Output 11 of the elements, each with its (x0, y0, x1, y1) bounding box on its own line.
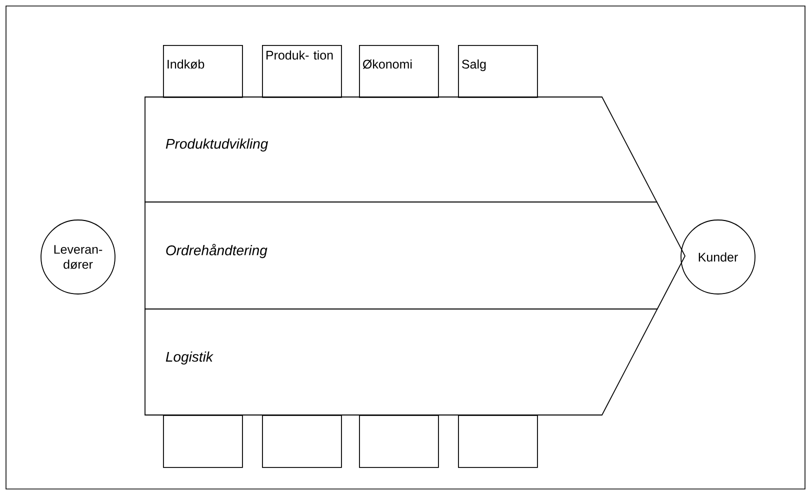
process-band: Logistik (144, 308, 658, 416)
empty-box (262, 415, 342, 468)
function-box: Salg (458, 45, 538, 98)
function-box: Indkøb (163, 45, 243, 98)
function-box: Økonomi (359, 45, 439, 98)
process-band: Ordrehåndtering (144, 202, 686, 310)
empty-box (359, 415, 439, 468)
empty-box (163, 415, 243, 468)
empty-box (458, 415, 538, 468)
process-band: Produktudvikling (144, 96, 658, 202)
function-box: Produk- tion (262, 45, 342, 98)
